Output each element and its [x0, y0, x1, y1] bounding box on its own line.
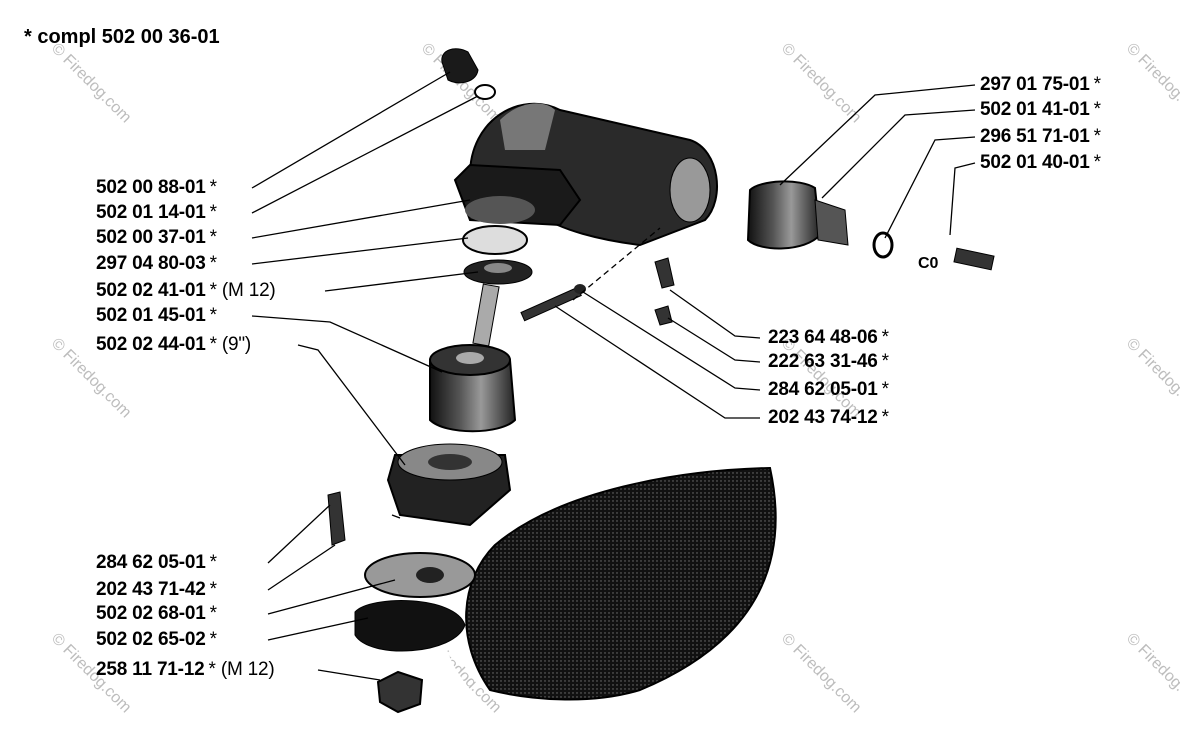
part-label: 297 01 75-01* — [980, 74, 1101, 95]
part-label: 297 04 80-03* — [96, 253, 217, 274]
part-label: 502 02 68-01* — [96, 603, 217, 624]
thrust-washer — [354, 600, 466, 652]
part-label: 502 00 37-01* — [96, 227, 217, 248]
part-label: 502 01 14-01* — [96, 202, 217, 223]
part-label: 296 51 71-01* — [980, 126, 1101, 147]
part-label: 502 02 41-01* (M 12) — [96, 280, 276, 301]
part-label: 202 43 71-42* — [96, 579, 217, 600]
part-label: 223 64 48-06* — [768, 327, 889, 348]
assembly-title: * compl 502 00 36-01 — [24, 26, 220, 48]
part-label: 502 01 41-01* — [980, 99, 1101, 120]
part-label: 502 02 65-02* — [96, 629, 217, 650]
drive-hub — [429, 359, 517, 433]
blade-nut — [376, 670, 424, 714]
part-label: 502 01 45-01* — [96, 305, 217, 326]
part-label: 258 11 71-12* (M 12) — [96, 659, 275, 680]
blade-guard — [465, 466, 777, 701]
part-label: 502 02 44-01* (9") — [96, 334, 252, 355]
svg-text:C0: C0 — [918, 255, 939, 272]
part-label: 202 43 74-12* — [768, 407, 889, 428]
part-label: 502 00 88-01* — [96, 177, 217, 198]
plug-cap — [441, 48, 479, 84]
part-label: 284 62 05-01* — [96, 552, 217, 573]
part-label: 222 63 31-46* — [768, 351, 889, 372]
shaft-bearing — [746, 180, 822, 250]
part-label: 502 01 40-01* — [980, 152, 1101, 173]
part-label: 284 62 05-01* — [768, 379, 889, 400]
